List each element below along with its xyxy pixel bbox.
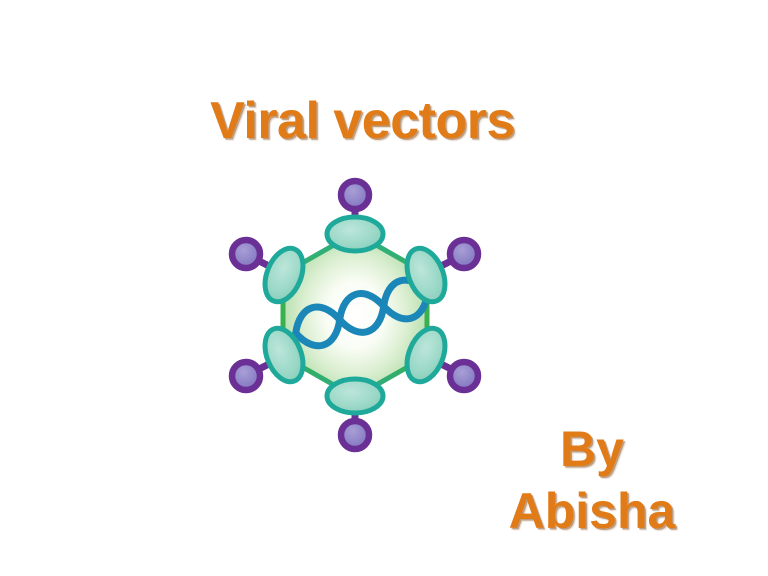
- receptor-knob: [337, 177, 373, 213]
- receptor-knob: [228, 358, 264, 394]
- capsomere-ellipse: [404, 245, 448, 305]
- capsomere-ellipse: [262, 245, 306, 305]
- capsomere-ellipse: [404, 325, 448, 385]
- virus-svg: [228, 177, 482, 453]
- receptor-knob: [228, 236, 264, 272]
- capsomere-ellipse: [324, 214, 386, 254]
- virus-particle-diagram: [215, 175, 495, 455]
- dna-double-helix: [292, 276, 432, 350]
- receptor-knob: [337, 417, 373, 453]
- receptor-knob-group: [228, 177, 482, 453]
- receptor-knob: [446, 236, 482, 272]
- page-title: Viral vectors: [210, 92, 515, 150]
- capsomere-ellipse: [324, 376, 386, 416]
- capsomere-ellipse: [262, 325, 306, 385]
- receptor-knob: [446, 358, 482, 394]
- capsomere-group: [262, 214, 448, 416]
- author-name: Abisha: [508, 483, 676, 539]
- dna-strand-a: [292, 276, 432, 337]
- author-by-label: By: [560, 421, 624, 477]
- author-credit: By Abisha: [462, 418, 722, 542]
- dna-strand-b: [292, 289, 432, 350]
